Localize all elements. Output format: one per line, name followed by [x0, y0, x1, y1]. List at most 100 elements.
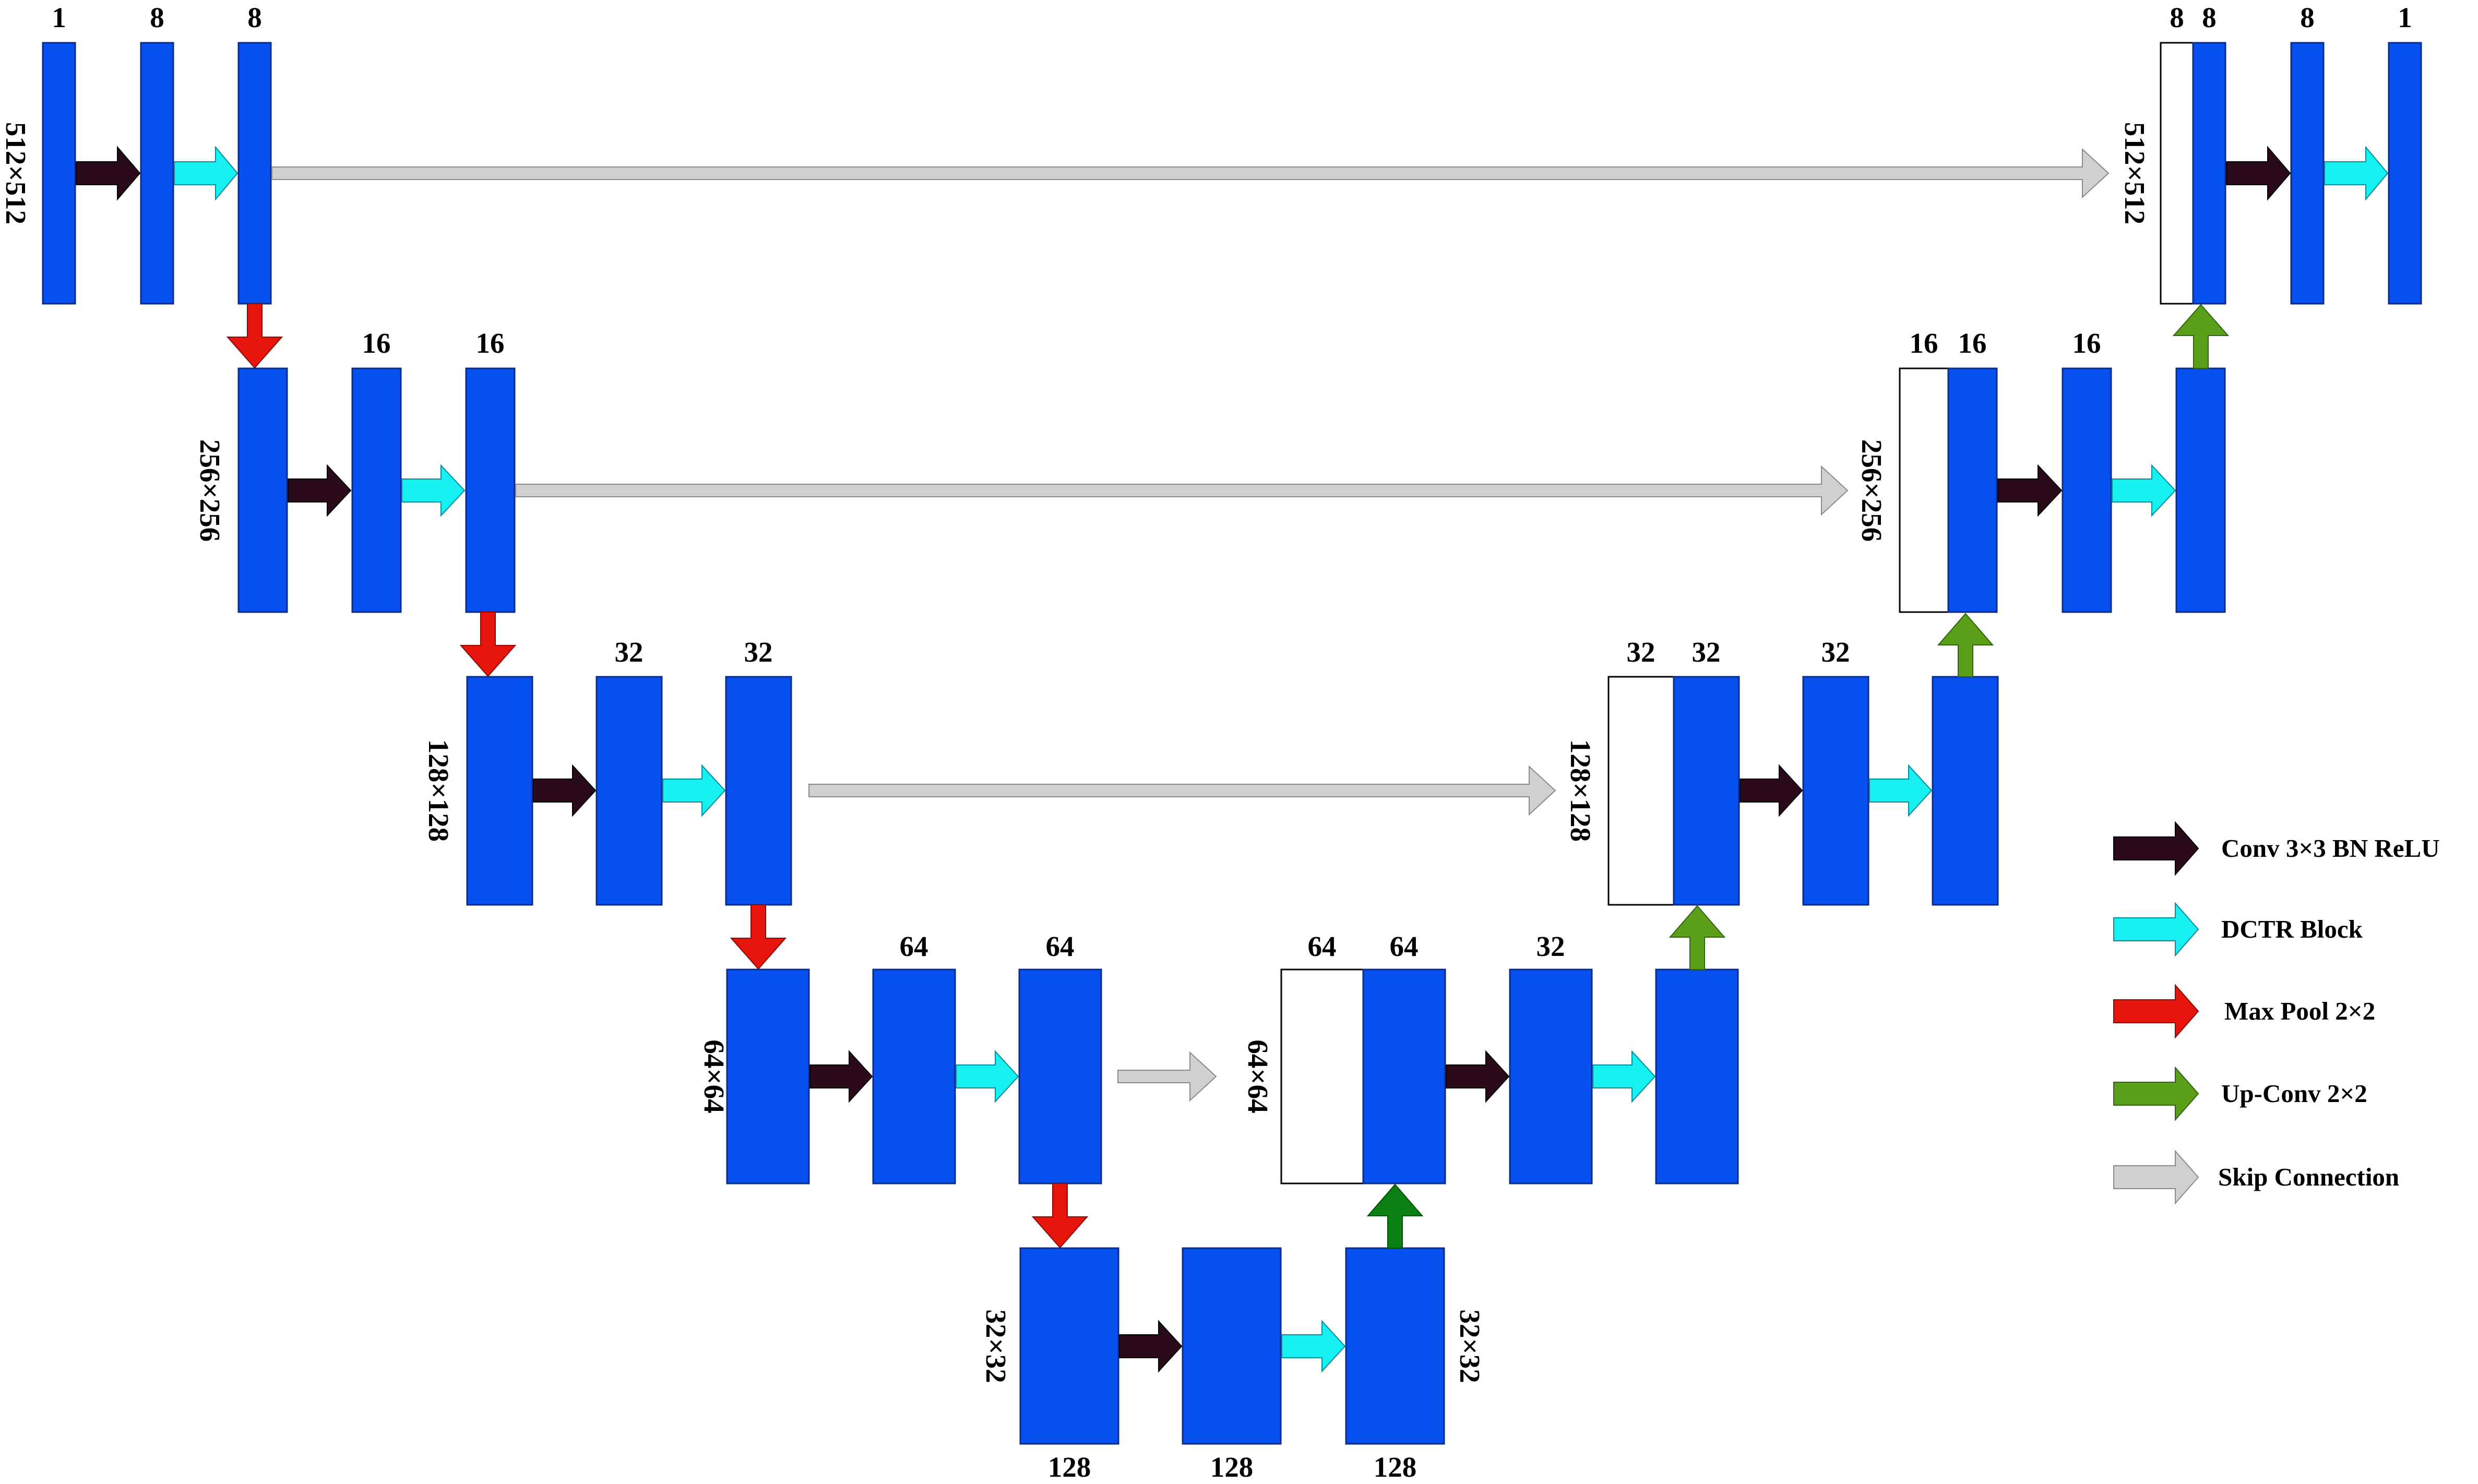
legend-item-maxpool: Max Pool 2×2 — [2113, 984, 2375, 1039]
dctr-arrow — [1869, 764, 1933, 817]
feature-map-dec2-dctr — [2175, 367, 2226, 613]
feature-map-dec3-dctr — [1932, 676, 1999, 906]
skip-arrow — [808, 765, 1556, 816]
encoder-level-2: 16 16 256×256 — [194, 327, 1849, 613]
upconv-arrow — [1937, 613, 1994, 677]
channel-label: 8 — [2202, 2, 2217, 33]
feature-map-dec1-upconv — [2192, 42, 2226, 305]
feature-map-dec2-upconv — [1947, 367, 1998, 613]
conv-arrow — [1740, 764, 1803, 817]
conv-arrow — [288, 464, 352, 517]
feature-map-enc4-pool — [726, 968, 810, 1184]
feature-map-enc2-conv — [351, 367, 402, 613]
resolution-label: 32×32 — [980, 1309, 1012, 1383]
dctr-arrow — [2324, 146, 2389, 201]
skip-arrow — [1117, 1051, 1217, 1102]
feature-map-enc3-pool — [466, 676, 533, 906]
legend-upconv-label: Up-Conv 2×2 — [2221, 1079, 2367, 1108]
resolution-label: 32×32 — [1454, 1309, 1486, 1383]
feature-map-dec4-conv — [1509, 968, 1593, 1184]
dctr-arrow — [662, 764, 726, 817]
dctr-arrow — [174, 146, 239, 201]
channel-label: 8 — [2300, 2, 2315, 33]
dctr-arrow — [401, 464, 466, 517]
legend-dctr-label: DCTR Block — [2221, 915, 2363, 943]
legend-conv-arrow — [2113, 821, 2199, 876]
feature-map-enc3-dctr — [725, 676, 792, 906]
legend-dctr-arrow — [2113, 902, 2199, 957]
decoder-level-4: 64 64 32 64×64 — [1242, 930, 1739, 1184]
concat-map-dec1 — [2160, 42, 2194, 305]
conv-arrow — [809, 1050, 873, 1103]
dctr-arrow — [1281, 1320, 1346, 1373]
legend-item-conv: Conv 3×3 BN ReLU — [2113, 821, 2440, 876]
maxpool-arrow — [459, 612, 517, 677]
feature-map-enc1-input — [42, 42, 76, 305]
encoder-level-1: 1 8 8 512×512 — [0, 2, 2110, 305]
resolution-label: 512×512 — [0, 122, 32, 224]
conv-arrow — [533, 764, 597, 817]
channel-label: 64 — [1046, 930, 1075, 962]
feature-map-bottleneck-conv — [1182, 1247, 1282, 1445]
feature-map-dec4-dctr — [1655, 968, 1739, 1184]
feature-map-dec1-conv — [2290, 42, 2325, 305]
resolution-label: 128×128 — [1565, 739, 1597, 842]
resolution-label: 256×256 — [1856, 439, 1888, 542]
legend-item-skip: Skip Connection — [2113, 1150, 2399, 1205]
maxpool-arrow — [226, 303, 283, 369]
channel-label: 1 — [52, 2, 66, 33]
dctr-arrow — [1592, 1050, 1656, 1103]
channel-label: 16 — [362, 327, 391, 359]
encoder-level-4: 64 64 64×64 — [698, 930, 1217, 1184]
channel-label: 16 — [476, 327, 505, 359]
channel-label: 64 — [1308, 930, 1337, 962]
resolution-label: 128×128 — [423, 739, 455, 842]
channel-label: 8 — [247, 2, 262, 33]
channel-label: 32 — [1692, 636, 1721, 668]
feature-map-enc2-pool — [237, 367, 288, 613]
channel-label: 128 — [1048, 1451, 1091, 1483]
resolution-label: 256×256 — [194, 439, 226, 542]
concat-map-dec4 — [1280, 968, 1364, 1184]
conv-arrow — [1997, 464, 2063, 517]
feature-map-dec4-upconv — [1362, 968, 1446, 1184]
maxpool-arrow — [1031, 1183, 1089, 1249]
encoder-level-3: 32 32 128×128 — [423, 636, 1556, 906]
resolution-label: 64×64 — [698, 1039, 730, 1113]
feature-map-enc2-dctr — [465, 367, 516, 613]
decoder-level-1: 8 8 8 1 512×512 — [2119, 2, 2422, 305]
conv-arrow — [2226, 146, 2291, 201]
channel-label: 8 — [150, 2, 164, 33]
channel-label: 16 — [2072, 327, 2101, 359]
legend-upconv-arrow — [2113, 1066, 2199, 1121]
upconv-arrow — [2172, 304, 2230, 369]
skip-arrow — [515, 465, 1849, 516]
channel-label: 128 — [1210, 1451, 1254, 1483]
decoder-level-3: 32 32 32 128×128 — [1565, 636, 1999, 906]
feature-map-bottleneck-pool — [1019, 1247, 1119, 1445]
channel-label: 32 — [1627, 636, 1655, 668]
feature-map-dec1-output — [2388, 42, 2422, 305]
upconv-arrow — [1669, 905, 1726, 970]
feature-map-enc4-conv — [872, 968, 956, 1184]
legend-item-dctr: DCTR Block — [2113, 902, 2363, 957]
decoder-level-2: 16 16 16 256×256 — [1856, 327, 2226, 613]
feature-map-bottleneck-dctr — [1345, 1247, 1445, 1445]
conv-arrow — [1119, 1320, 1183, 1373]
dctr-arrow — [2112, 464, 2176, 517]
feature-map-enc1-conv — [140, 42, 174, 305]
concat-map-dec3 — [1607, 676, 1675, 906]
feature-map-enc4-dctr — [1018, 968, 1102, 1184]
legend-conv-label: Conv 3×3 BN ReLU — [2221, 834, 2440, 863]
channel-label: 8 — [2170, 2, 2184, 33]
feature-map-dec3-conv — [1802, 676, 1869, 906]
channel-label: 128 — [1374, 1451, 1417, 1483]
conv-arrow — [1446, 1050, 1510, 1103]
channel-label: 16 — [1958, 327, 1987, 359]
feature-map-enc1-dctr — [237, 42, 272, 305]
upconv-arrow — [1366, 1183, 1424, 1249]
resolution-label: 512×512 — [2119, 122, 2151, 224]
channel-label: 32 — [1821, 636, 1850, 668]
channel-label: 16 — [1910, 327, 1938, 359]
